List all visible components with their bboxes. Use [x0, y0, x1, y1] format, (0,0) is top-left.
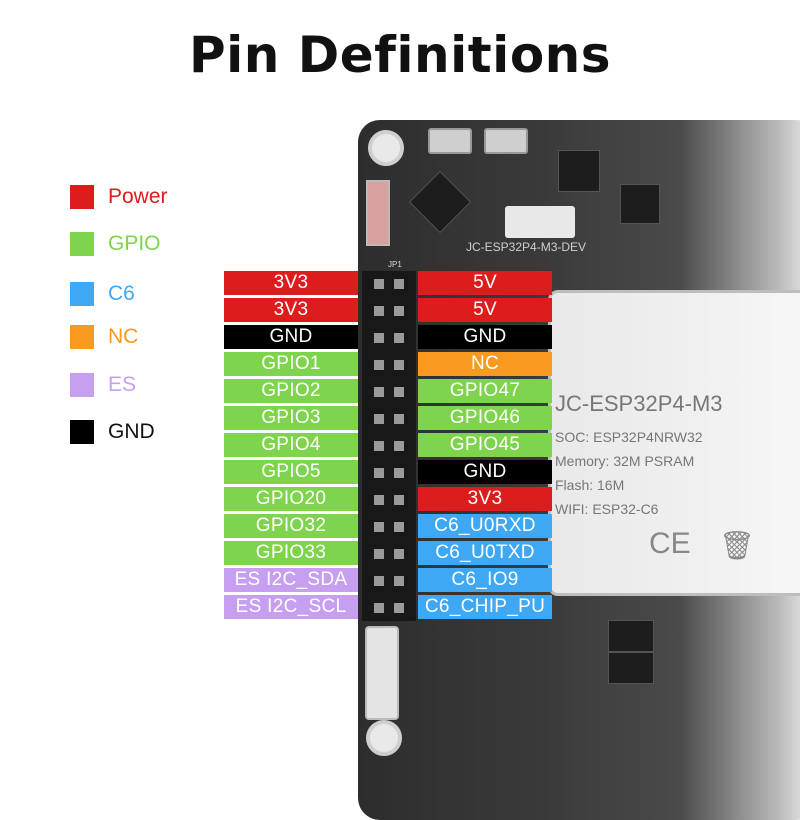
pin-left-8: GPIO5: [224, 460, 358, 484]
esp32p4-module: JC-ESP32P4-M3 SOC: ESP32P4NRW32 Memory: …: [548, 290, 800, 596]
header-pin: [374, 495, 384, 505]
board-silkscreen-name: JC-ESP32P4-M3-DEV: [466, 240, 587, 254]
header-pin: [374, 306, 384, 316]
header-pin: [394, 387, 404, 397]
pin-right-13: C6_CHIP_PU: [418, 595, 552, 619]
module-name: JC-ESP32P4-M3: [555, 391, 723, 416]
pin-left-1: 3V3: [224, 271, 358, 295]
pin-header: [362, 271, 416, 621]
pin-right-3: GND: [418, 325, 552, 349]
pin-right-8: GND: [418, 460, 552, 484]
pin-right-2: 5V: [418, 298, 552, 322]
board-chip: [620, 184, 660, 224]
module-spec-line: SOC: ESP32P4NRW32: [555, 429, 703, 445]
pin-right-5: GPIO47: [418, 379, 552, 403]
legend-swatch: [70, 420, 94, 444]
mounting-hole: [368, 130, 404, 166]
pin-left-3: GND: [224, 325, 358, 349]
header-ref: JP1: [388, 260, 402, 269]
header-pin: [394, 468, 404, 478]
page-title: Pin Definitions: [188, 26, 612, 84]
board-chip: [608, 620, 654, 652]
legend-item-gpio: GPIO: [70, 232, 161, 256]
header-pin: [374, 333, 384, 343]
pin-right-12: C6_IO9: [418, 568, 552, 592]
board-chip: [558, 150, 600, 192]
board-button: [484, 128, 528, 154]
legend-label: GND: [108, 420, 155, 443]
legend-label: Power: [108, 185, 168, 208]
pin-left-2: 3V3: [224, 298, 358, 322]
pin-left-9: GPIO20: [224, 487, 358, 511]
legend-label: GPIO: [108, 232, 161, 255]
module-spec-line: Flash: 16M: [555, 477, 625, 493]
header-pin: [394, 306, 404, 316]
legend-label: C6: [108, 282, 135, 305]
header-pin: [394, 441, 404, 451]
header-pin: [394, 603, 404, 613]
pin-left-13: ES I2C_SCL: [224, 595, 358, 619]
board-chip: [608, 652, 654, 684]
pin-left-7: GPIO4: [224, 433, 358, 457]
pin-right-1: 5V: [418, 271, 552, 295]
module-spec-line: WIFI: ESP32-C6: [555, 501, 659, 517]
antenna-area: [505, 206, 575, 238]
header-pin: [394, 522, 404, 532]
antenna-connector: [366, 180, 390, 246]
header-pin: [374, 360, 384, 370]
pin-left-11: GPIO33: [224, 541, 358, 565]
pin-left-5: GPIO2: [224, 379, 358, 403]
pin-right-9: 3V3: [418, 487, 552, 511]
pin-right-11: C6_U0TXD: [418, 541, 552, 565]
header-pin: [374, 603, 384, 613]
header-pin: [374, 387, 384, 397]
legend-item-c6: C6: [70, 282, 135, 306]
header-pin: [374, 576, 384, 586]
pin-right-4: NC: [418, 352, 552, 376]
header-pin: [374, 549, 384, 559]
pin-right-10: C6_U0RXD: [418, 514, 552, 538]
pin-right-7: GPIO45: [418, 433, 552, 457]
header-pin: [394, 414, 404, 424]
header-pin: [394, 495, 404, 505]
header-pin: [374, 441, 384, 451]
header-pin: [374, 414, 384, 424]
legend-item-nc: NC: [70, 325, 138, 349]
header-pin: [374, 522, 384, 532]
module-spec-line: Memory: 32M PSRAM: [555, 453, 695, 469]
legend-swatch: [70, 282, 94, 306]
pin-left-12: ES I2C_SDA: [224, 568, 358, 592]
header-pin: [374, 468, 384, 478]
pin-left-10: GPIO32: [224, 514, 358, 538]
legend-item-power: Power: [70, 185, 168, 209]
pin-right-6: GPIO46: [418, 406, 552, 430]
pin-left-4: GPIO1: [224, 352, 358, 376]
legend-label: NC: [108, 325, 139, 348]
board-chip: [408, 170, 472, 234]
legend-label: ES: [108, 373, 137, 396]
header-pin: [394, 576, 404, 586]
ce-mark: CE: [649, 527, 691, 560]
mounting-hole: [366, 720, 402, 756]
header-pin: [394, 279, 404, 289]
header-pin: [394, 333, 404, 343]
pin-left-6: GPIO3: [224, 406, 358, 430]
weee-bin-icon: 🗑: [719, 530, 755, 561]
cn-connector: [365, 626, 399, 720]
legend-swatch: [70, 373, 94, 397]
board-button: [428, 128, 472, 154]
legend-item-gnd: GND: [70, 420, 155, 444]
legend-swatch: [70, 325, 94, 349]
header-pin: [374, 279, 384, 289]
header-pin: [394, 549, 404, 559]
header-pin: [394, 360, 404, 370]
legend-swatch: [70, 185, 94, 209]
legend-item-es: ES: [70, 373, 136, 397]
legend-swatch: [70, 232, 94, 256]
